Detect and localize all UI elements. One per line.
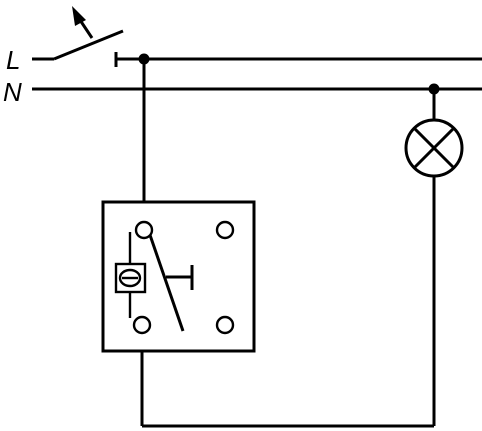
terminal-top-left [134, 220, 154, 240]
push-button-switch [101, 200, 256, 353]
terminal-top-right [215, 220, 235, 240]
label-line: L [6, 45, 20, 75]
label-neutral: N [3, 77, 22, 107]
terminal-bottom-right [215, 315, 235, 335]
switch-icon [32, 6, 124, 67]
terminal-bottom-left [132, 315, 152, 335]
lamp-icon [404, 89, 464, 426]
glow-lamp-icon [114, 262, 147, 294]
contact-blade [148, 234, 185, 332]
